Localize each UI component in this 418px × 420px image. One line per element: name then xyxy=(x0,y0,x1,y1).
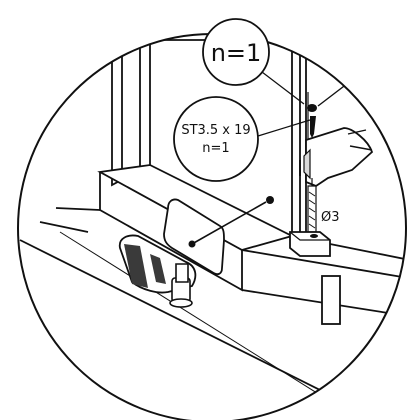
callout-leaders xyxy=(257,71,311,137)
screw-quantity-text: n=1 xyxy=(202,141,229,156)
leveling-leg-part xyxy=(118,234,197,308)
drill-hole-marker xyxy=(266,196,274,204)
detail-contents xyxy=(19,34,406,420)
screw-spec-text: ST3.5 x 19 xyxy=(181,123,250,138)
mounting-plate xyxy=(163,196,274,275)
screw-spec-callout: ST3.5 x 19 n=1 xyxy=(173,96,259,182)
drill-bit-label: Ø3 xyxy=(321,210,340,225)
base-plinth xyxy=(19,164,406,420)
quantity-callout: n=1 xyxy=(202,18,270,86)
bracket-block xyxy=(289,231,331,257)
quantity-top-text: n=1 xyxy=(211,39,262,67)
